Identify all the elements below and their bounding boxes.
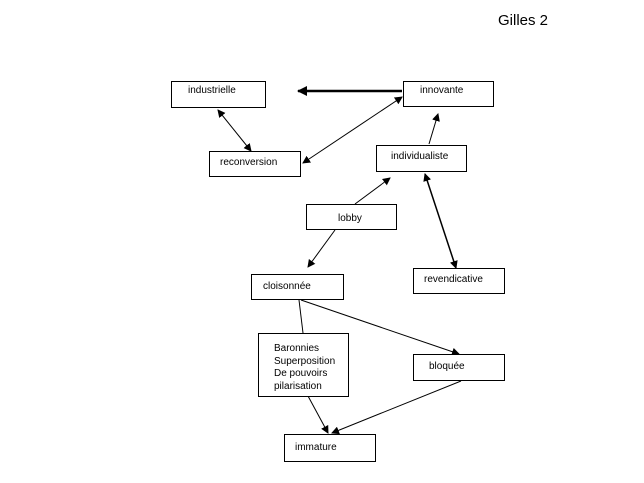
node-label-line: De pouvoirs [274, 368, 328, 379]
node-lobby: lobby [306, 204, 397, 230]
node-label: immature [295, 442, 337, 453]
arrow-baronnies-to-immature [307, 395, 329, 434]
node-label-line: Superposition [274, 355, 336, 367]
node-bloquee: bloquée [413, 354, 505, 381]
node-baronnies: Baronnies Superposition De pouvoirs pila… [258, 333, 349, 397]
arrow-lobby-to-cloisonnee [307, 229, 336, 268]
diagram-title: Gilles 2 [498, 12, 549, 29]
node-label: lobby [338, 213, 362, 224]
node-reconversion: reconversion [209, 151, 301, 177]
node-innovante: innovante [403, 81, 494, 107]
arrow-individualiste-to-innovante [428, 113, 440, 145]
node-immature: immature [284, 434, 376, 462]
node-label-line: Baronnies [274, 343, 320, 354]
node-label-line: pilarisation [274, 380, 322, 392]
node-cloisonnee: cloisonnée [251, 274, 344, 300]
node-label: cloisonnée [263, 281, 311, 292]
node-label: innovante [420, 85, 464, 96]
node-label: reconversion [220, 157, 278, 168]
node-label: industrielle [188, 85, 236, 96]
arrow-lobby-to-individualiste [354, 177, 391, 205]
node-revendicative: revendicative [413, 268, 505, 294]
arrow-reconversion-innovante [302, 96, 403, 164]
arrow-individualiste-revendicative [423, 173, 458, 269]
node-label: revendicative [424, 274, 483, 285]
node-label: individualiste [391, 151, 449, 162]
arrow-cloisonnee-to-bloquee [300, 299, 460, 356]
node-individualiste: individualiste [376, 145, 467, 172]
node-label: bloquée [429, 361, 465, 372]
arrow-industrielle-reconversion [217, 109, 252, 152]
arrow-bloquee-to-immature [331, 380, 462, 435]
node-industrielle: industrielle [171, 81, 266, 108]
line-cloisonnee-to-baronnies [298, 299, 304, 334]
